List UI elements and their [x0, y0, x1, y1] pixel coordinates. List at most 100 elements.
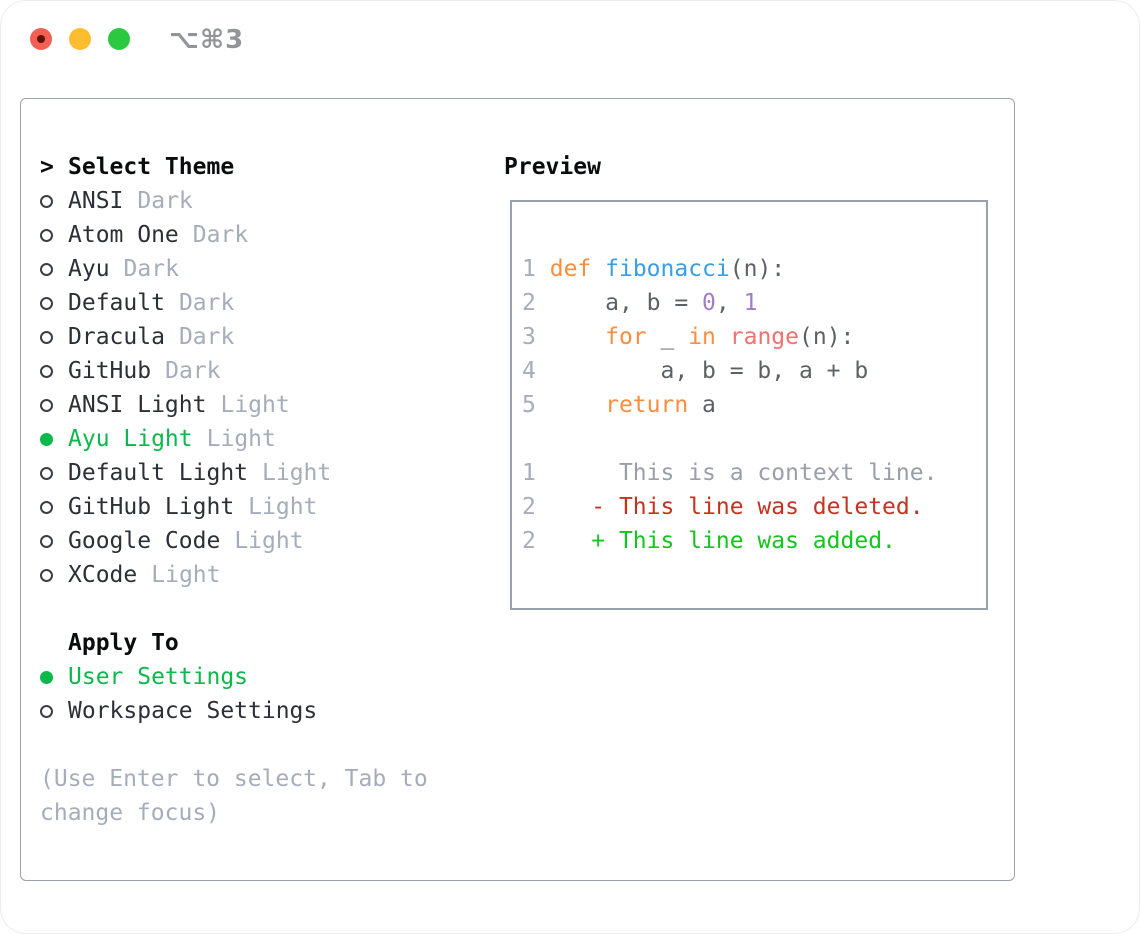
prompt-caret-icon: >: [40, 154, 54, 180]
code-line: 1 This is a context line.: [522, 456, 986, 490]
code-line: 4 a, b = b, a + b: [522, 354, 986, 388]
radio-marker-cell: [40, 364, 68, 378]
code-segment: This is a context line.: [618, 460, 938, 486]
code-segment: a, b =: [605, 290, 703, 316]
titlebar: ⌥⌘3: [1, 1, 1139, 79]
code-segment: 1: [743, 290, 758, 316]
zoom-button[interactable]: [108, 28, 130, 50]
line-number: 2: [522, 494, 536, 520]
minimize-button[interactable]: [69, 28, 91, 50]
radio-icon: [40, 500, 53, 514]
option-variant-label: Dark: [123, 256, 179, 282]
code-segment: [536, 324, 605, 350]
radio-marker-cell: [40, 330, 68, 344]
radio-icon: [40, 228, 53, 242]
code-segment: def: [549, 256, 592, 282]
radio-icon: [40, 364, 53, 378]
option-row[interactable]: User Settings: [40, 660, 428, 694]
option-row[interactable]: GitHub Dark: [40, 354, 428, 388]
code-segment: [536, 392, 605, 418]
option-variant-label: Light: [206, 426, 276, 452]
code-line: 2 + This line was added.: [522, 524, 986, 558]
select-theme-header: > Select Theme: [40, 150, 428, 184]
code-segment: in: [688, 324, 716, 350]
code-line: 5 return a: [522, 388, 986, 422]
line-number: 2: [522, 290, 536, 316]
code-line: 1 def fibonacci(n):: [522, 252, 986, 286]
radio-marker-cell: [40, 704, 68, 718]
code-segment: return: [605, 392, 689, 418]
code-segment: [591, 256, 605, 282]
radio-marker-cell: [40, 194, 68, 208]
radio-icon: [40, 568, 53, 582]
line-number: 3: [522, 324, 536, 350]
option-row[interactable]: XCode Light: [40, 558, 428, 592]
option-label: User Settings: [68, 664, 249, 690]
line-number: 1: [522, 256, 536, 282]
option-label: Default: [68, 290, 165, 316]
option-label: Ayu: [68, 256, 110, 282]
spacer: [40, 728, 428, 762]
radio-icon: [40, 330, 53, 344]
line-number: 5: [522, 392, 536, 418]
radio-icon: [40, 296, 53, 310]
option-row[interactable]: ANSI Dark: [40, 184, 428, 218]
option-label: Atom One: [68, 222, 179, 248]
radio-marker-cell: [40, 296, 68, 310]
option-label: ANSI Light: [68, 392, 207, 418]
option-row[interactable]: Ayu Dark: [40, 252, 428, 286]
line-number: 1: [522, 460, 536, 486]
radio-icon: [40, 398, 53, 412]
option-row[interactable]: ANSI Light Light: [40, 388, 428, 422]
help-text-line-2: change focus): [40, 800, 221, 826]
radio-marker-cell: [40, 228, 68, 242]
apply-to-header: Apply To: [40, 626, 428, 660]
radio-icon: [40, 432, 53, 446]
option-row[interactable]: Default Light Light: [40, 456, 428, 490]
option-label: ANSI: [68, 188, 124, 214]
option-variant-label: Dark: [178, 324, 235, 350]
line-number: 2: [522, 528, 536, 554]
code-segment: fibonacci: [605, 256, 730, 282]
option-label: Workspace Settings: [68, 698, 318, 724]
option-variant-label: Dark: [178, 290, 235, 316]
radio-icon: [40, 194, 53, 208]
option-variant-label: Dark: [192, 222, 249, 248]
code-segment: [536, 256, 550, 282]
option-label: Ayu Light: [68, 426, 193, 452]
close-button[interactable]: [30, 28, 52, 50]
option-row[interactable]: Dracula Dark: [40, 320, 428, 354]
spacer: [40, 592, 428, 626]
option-row[interactable]: Default Dark: [40, 286, 428, 320]
code-segment: [536, 460, 619, 486]
radio-marker-cell: [40, 670, 68, 684]
option-row[interactable]: GitHub Light Light: [40, 490, 428, 524]
preview-header-label: Preview: [504, 154, 601, 180]
theme-list: ANSI Dark Atom One Dark Ayu Dark Default…: [40, 184, 428, 592]
option-label: Google Code: [68, 528, 221, 554]
radio-icon: [40, 534, 53, 548]
option-variant-label: Dark: [165, 358, 221, 384]
theme-selector-panel: > Select Theme ANSI Dark Atom One Dark A…: [40, 150, 428, 830]
option-variant-label: Light: [220, 392, 290, 418]
radio-icon: [40, 704, 53, 718]
option-label: XCode: [68, 562, 138, 588]
radio-marker-cell: [40, 534, 68, 548]
option-row[interactable]: Google Code Light: [40, 524, 428, 558]
option-row[interactable]: Atom One Dark: [40, 218, 428, 252]
option-row[interactable]: Ayu Light Light: [40, 422, 428, 456]
code-line: 2 - This line was deleted.: [522, 490, 986, 524]
code-line: 2 a, b = 0, 1: [522, 286, 986, 320]
code-segment: [536, 358, 661, 384]
option-variant-label: Light: [151, 562, 221, 588]
radio-icon: [40, 466, 53, 480]
option-label: Default Light: [68, 460, 249, 486]
option-row[interactable]: Workspace Settings: [40, 694, 428, 728]
radio-icon: [40, 670, 53, 684]
code-segment: [536, 494, 591, 520]
apply-to-header-label: Apply To: [68, 630, 179, 656]
code-segment: [536, 528, 591, 554]
code-segment: (n):: [799, 324, 855, 350]
